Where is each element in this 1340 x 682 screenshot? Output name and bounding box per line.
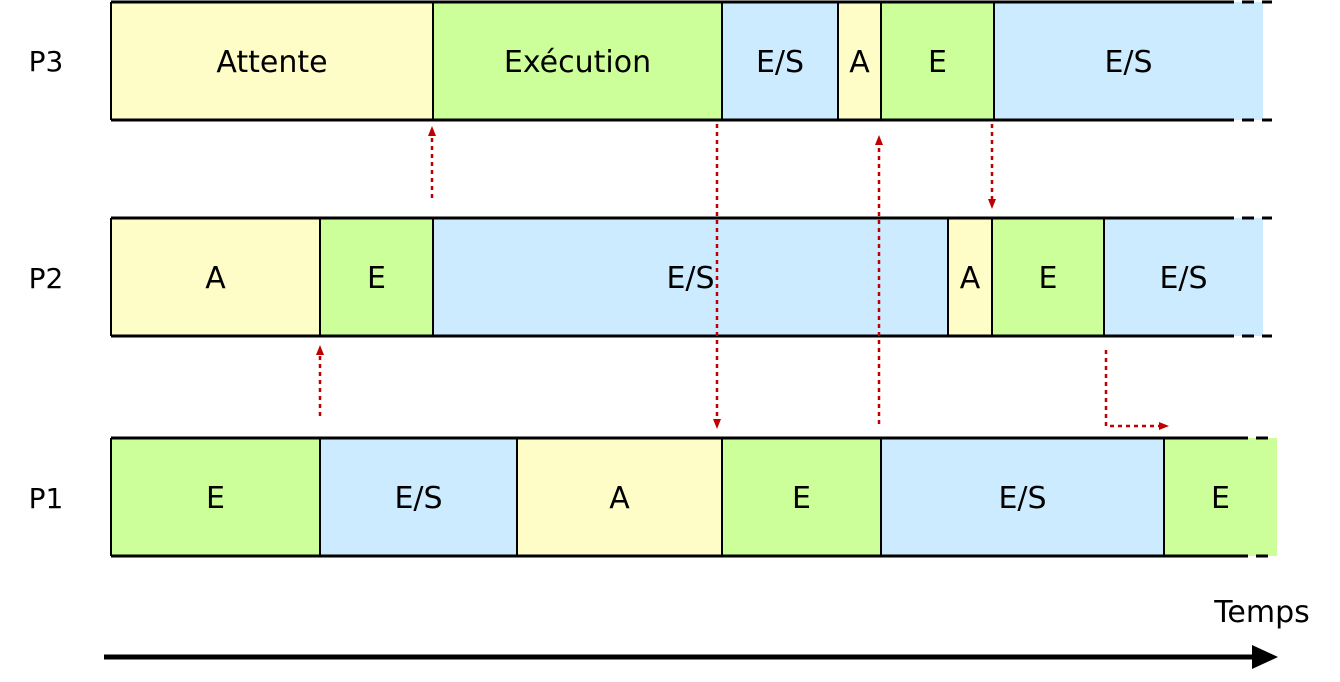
p3-segment-label: E/S [1104, 45, 1152, 80]
p1-segment-label: E/S [394, 481, 442, 516]
p3-segment-label: Attente [216, 45, 327, 80]
p1-segment-label: A [609, 481, 630, 516]
p3-segment-es [994, 2, 1263, 120]
p1-segment-execution [1164, 438, 1277, 556]
p3-segment-label: Exécution [504, 45, 651, 80]
p3-segment-label: E/S [756, 45, 804, 80]
p2-segment-attente [948, 218, 992, 336]
p2-segment-execution [992, 218, 1104, 336]
p3-segment-execution [433, 2, 722, 120]
p2-segment-label: A [205, 261, 226, 296]
p1-segment-es [881, 438, 1164, 556]
p3-segment-label: E [928, 45, 947, 80]
time-axis-label: Temps [1213, 595, 1310, 630]
p2-segment-es [1104, 218, 1263, 336]
p1-segment-label: E/S [998, 481, 1046, 516]
p2-segment-execution [320, 218, 433, 336]
p2-segment-label: E/S [1159, 261, 1207, 296]
signal-arrows [316, 124, 1169, 430]
p2-segment-label: A [960, 261, 981, 296]
p1-segment-label: E [792, 481, 811, 516]
process-label-p1: P1 [29, 482, 64, 515]
time-axis-arrowhead [1252, 645, 1278, 669]
process-label-p2: P2 [29, 262, 64, 295]
p3-segment-es [722, 2, 838, 120]
p2-segment-es [433, 218, 948, 336]
p3-segment-label: A [849, 45, 870, 80]
p1-segment-es [320, 438, 517, 556]
p1-segment-label: E [206, 481, 225, 516]
p1-segment-label: E [1211, 481, 1230, 516]
p3-segment-attente [111, 2, 433, 120]
p3-segment-attente [838, 2, 881, 120]
p1-segment-execution [111, 438, 320, 556]
process-lane-p3: P3 Attente Exécution E/S A E E/S [29, 0, 1272, 122]
p2-segment-attente [111, 218, 320, 336]
process-label-p3: P3 [29, 45, 64, 78]
p3-segment-execution [881, 2, 994, 120]
p1-segment-execution [722, 438, 881, 556]
p1-segment-attente [517, 438, 722, 556]
p2-segment-label: E [367, 261, 386, 296]
process-lane-p1: P1 E E/S A E E/S E [29, 436, 1277, 558]
p2-segment-label: E/S [666, 261, 714, 296]
signal-arrow-p2-to-p1 [1104, 350, 1169, 430]
p2-segment-label: E [1039, 261, 1058, 296]
time-axis: Temps [104, 595, 1310, 669]
process-lane-p2: P2 A E E/S A E E/S [29, 216, 1272, 338]
